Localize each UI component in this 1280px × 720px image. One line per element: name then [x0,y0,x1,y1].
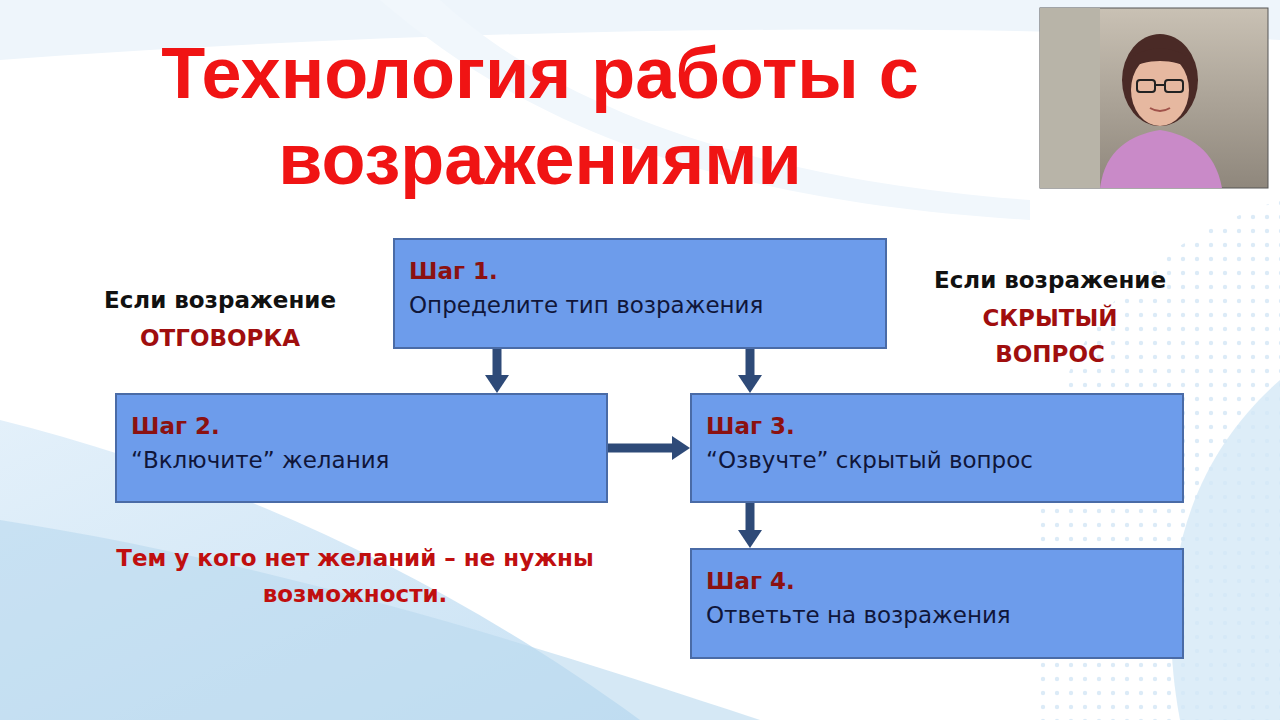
step-number: Шаг 3. [706,409,1168,443]
step-number: Шаг 4. [706,564,1168,598]
step-number: Шаг 2. [131,409,592,443]
step-number: Шаг 1. [409,254,871,288]
slide-title: Технология работы с возражениями [60,30,1020,202]
step-text: “Озвучте” скрытый вопрос [706,443,1168,477]
presenter-face [1131,54,1189,126]
process-box: Шаг 1.Определите тип возражения [393,238,887,349]
condition-value: СКРЫТЫЙ ВОПРОС [940,300,1160,372]
condition-value: ОТГОВОРКА [70,320,370,356]
right-swoosh [1171,380,1280,720]
note-text: Тем у кого нет желаний – не нужны возмож… [105,540,605,612]
flow-arrow [746,503,755,530]
step-text: “Включите” желания [131,443,592,477]
flow-arrow [608,444,672,453]
condition-label: Если возражение [70,282,370,318]
condition-label: Если возражение [900,262,1200,298]
process-box: Шаг 2.“Включите” желания [115,393,608,503]
bottom-swoosh-dark [0,520,760,720]
step-text: Определите тип возражения [409,288,871,322]
presenter-hair [1122,34,1198,126]
flow-arrow [746,349,755,375]
presenter-glasses [1137,80,1155,92]
process-box: Шаг 3.“Озвучте” скрытый вопрос [690,393,1184,503]
webcam-frame [1040,8,1268,188]
flow-arrow [493,349,502,375]
step-text: Ответьте на возражения [706,598,1168,632]
process-box: Шаг 4.Ответьте на возражения [690,548,1184,659]
presenter-body [1100,130,1222,188]
